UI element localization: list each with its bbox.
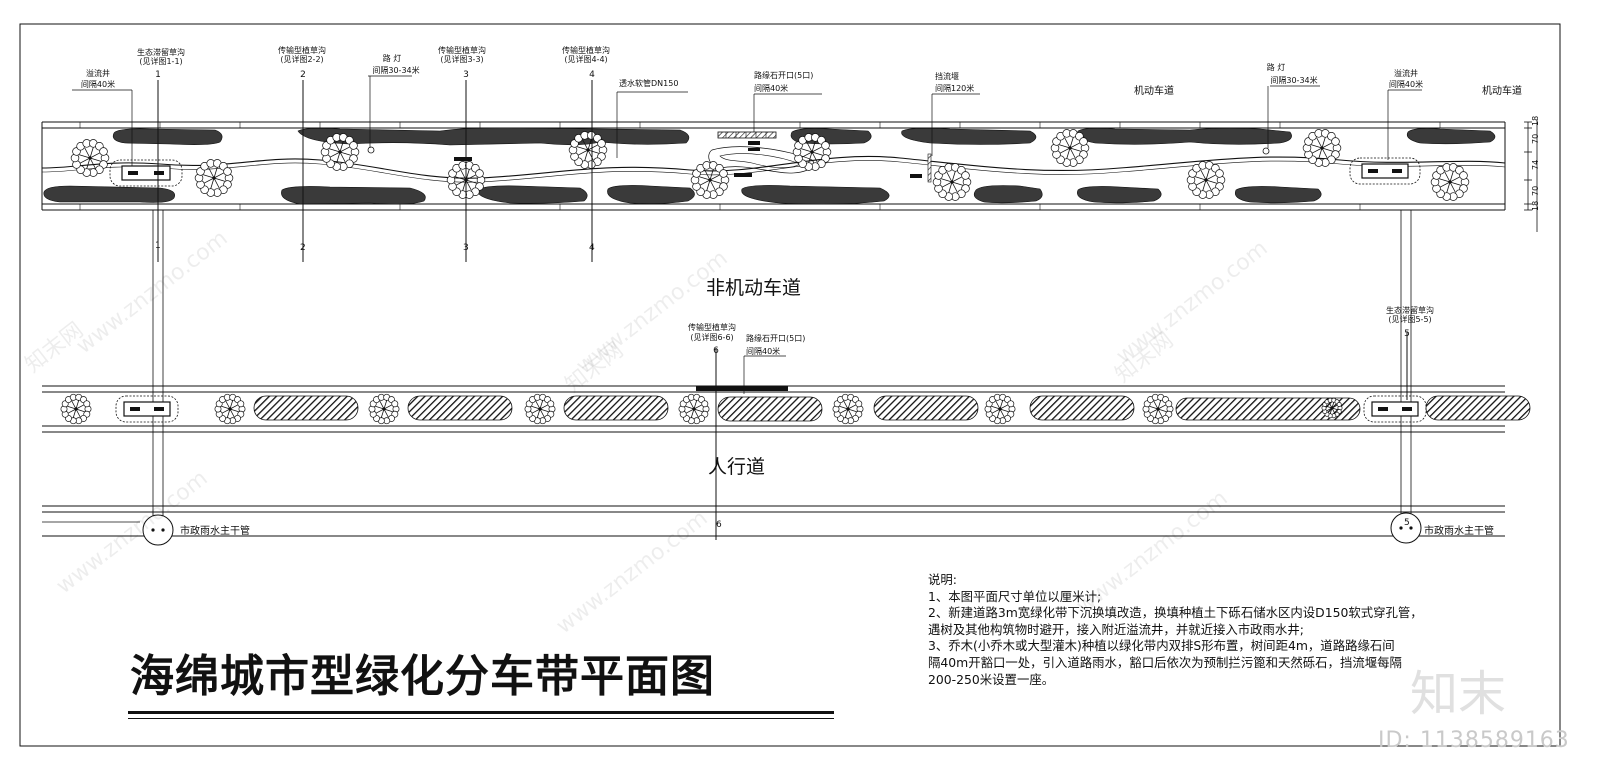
lower-callouts: 传输型植草沟 (见详图6-6) 6 路缘石开口(5口) 间隔40米 生态滞留草沟… [688,305,1434,356]
trans-ditch-2-label: 传输型植草沟 [278,45,326,55]
callout-leaders [72,75,1422,394]
tree-symbol [70,139,110,177]
curb-opening-1-interval: 间隔40米 [754,83,788,93]
curb-opening-1-label: 路缘石开口(5口) [754,70,813,80]
tree-symbol [60,393,92,425]
section-mark-5-top: 5 [1404,329,1410,339]
pedestrian-lane-label: 人行道 [708,456,765,478]
dim-2: 70 [1531,134,1540,144]
municipal-drain-right [1390,512,1422,544]
tree-symbol [368,393,400,425]
overflow-well-1-interval: 间隔40米 [81,79,115,89]
eco-ditch-5-label: 生态滞留草沟 [1386,305,1434,315]
trans-ditch-2-ref: (见详图2-2) [280,54,323,64]
motor-lane-label-2: 机动车道 [1482,84,1522,97]
drawing-title: 海绵城市型绿化分车带平面图 [130,651,715,702]
trans-ditch-6-label: 传输型植草沟 [688,322,736,332]
watermark-logo: 知末 [1410,666,1507,722]
tree-symbol [1186,161,1226,199]
street-lamp-1-interval: 间隔30-34米 [372,65,419,75]
section-mark-1-bottom: 1 [155,241,161,251]
lower-trees [60,393,1343,425]
street-lamp-1-label: 路 灯 [383,53,402,63]
upper-overflow-wells [109,157,1421,187]
tree-symbol [320,133,360,171]
eco-ditch-1-label: 生态滞留草沟 [137,47,185,57]
tree-symbol [568,131,608,169]
upper-callouts: 生态滞留草沟 (见详图1-1) 1 溢流井 间隔40米 传输型植草沟 (见详图2… [81,45,1522,97]
dimension-column: 18 70 74 70 18 [1524,116,1540,232]
eco-ditch-1-ref: (见详图1-1) [139,56,182,66]
weir-interval: 间隔120米 [935,83,974,93]
notes-line-3: 遇树及其他构筑物时避开，接入附近溢流井，并就近接入市政雨水井; [928,621,1304,637]
section-mark-2-top: 2 [300,70,306,80]
section-mark-4-bottom: 4 [589,243,595,253]
municipal-drain-left [142,514,174,546]
notes-line-6: 200-250米设置一座。 [928,671,1055,687]
drawing-frame [19,23,1561,747]
tree-symbol [1302,129,1342,167]
tree-symbol [690,161,730,199]
trans-ditch-3-label: 传输型植草沟 [438,45,486,55]
perm-pipe-label: 透水软管DN150 [619,78,678,88]
section-mark-6-bottom: 6 [716,520,722,530]
tree-symbol [524,393,556,425]
dim-3: 74 [1531,160,1540,170]
weir-label: 挡流堰 [935,71,959,81]
curb-opening-2-interval: 间隔40米 [746,346,780,356]
section-mark-5-bottom: 5 [1404,518,1410,528]
notes-line-5: 隔40m开豁口一处，引入道路雨水，豁口后依次为预制拦污篦和天然砾石，挡流堰每隔 [928,654,1402,670]
municipal-pipe-label-left: 市政雨水主干管 [180,524,250,537]
motor-lane-label-1: 机动车道 [1134,84,1174,97]
overflow-well-1-label: 溢流井 [86,68,110,78]
tree-symbol [194,159,234,197]
notes-line-1: 1、本图平面尺寸单位以厘米计; [928,588,1102,604]
eco-ditch-5-ref: (见详图5-5) [1388,314,1431,324]
notes-line-2: 2、新建道路3m宽绿化带下沉换填改造，换填种植土下砾石储水区内设D150软式穿孔… [928,605,1423,621]
tree-symbol [1050,129,1090,167]
upper-green-belt [41,121,1506,211]
upper-trees [70,129,1470,201]
notes-line-4: 3、乔木(小乔木或大型灌木)种植以绿化带内双排S形布置，树间距4m，道路路缘石间 [928,638,1395,654]
section-mark-2-bottom: 2 [300,243,306,253]
trans-ditch-4-label: 传输型植草沟 [562,45,610,55]
dim-5: 18 [1531,201,1540,211]
tree-symbol [1430,163,1470,201]
tree-symbol [446,161,486,199]
dim-4: 70 [1531,186,1540,196]
tree-symbol [1142,393,1174,425]
tree-symbol [214,393,246,425]
curb-opening-2-label: 路缘石开口(5口) [746,333,805,343]
tree-symbol [678,393,710,425]
dim-1: 18 [1531,116,1540,126]
non-motor-lane-label: 非机动车道 [706,277,801,299]
tree-symbol [984,393,1016,425]
tree-symbol [1321,397,1343,419]
section-mark-4-top: 4 [589,70,595,80]
tree-symbol [792,133,832,171]
section-mark-1-top: 1 [155,70,161,80]
street-lamp-2-interval: 间隔30-34米 [1270,75,1317,85]
overflow-well-2-interval: 间隔40米 [1389,79,1423,89]
watermark-id: ID: 1138589163 [1378,728,1570,753]
overflow-well-2-label: 溢流井 [1394,68,1418,78]
tree-symbol [832,393,864,425]
street-lamp-2-label: 路 灯 [1267,62,1286,72]
trans-ditch-3-ref: (见详图3-3) [440,54,483,64]
title-underline [128,711,834,714]
tree-symbol [932,163,972,201]
section-mark-6-top: 6 [713,346,719,356]
trans-ditch-6-ref: (见详图6-6) [690,332,733,342]
notes-heading: 说明: [928,572,957,587]
section-lines [152,80,1412,540]
municipal-pipe-label-right: 市政雨水主干管 [1424,524,1494,537]
section-mark-3-bottom: 3 [463,243,469,253]
section-mark-3-top: 3 [463,70,469,80]
notes-block: 说明: 1、本图平面尺寸单位以厘米计; 2、新建道路3m宽绿化带下沉换填改造，换… [928,572,1528,688]
sidewalk-edge [42,505,1505,537]
title-underline-thin [128,718,834,719]
lower-green-belt [42,385,1531,433]
trans-ditch-4-ref: (见详图4-4) [564,54,607,64]
